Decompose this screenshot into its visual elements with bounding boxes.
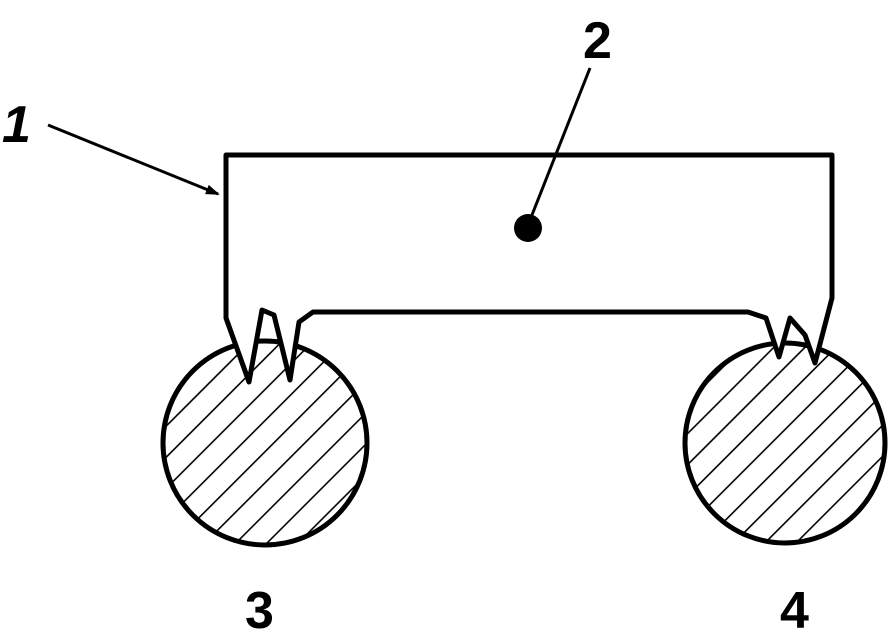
label-body: 1 [2, 96, 31, 154]
bracket-body [223, 152, 835, 385]
label-right-rod: 4 [780, 582, 809, 636]
label-left-rod: 3 [245, 582, 274, 636]
left-rod-circle [160, 338, 370, 548]
body-arrow [47, 123, 220, 196]
center-point-leader-line [528, 67, 592, 221]
center-point-dot [514, 214, 542, 242]
label-center-point: 2 [583, 12, 612, 70]
right-rod-circle [682, 340, 888, 546]
